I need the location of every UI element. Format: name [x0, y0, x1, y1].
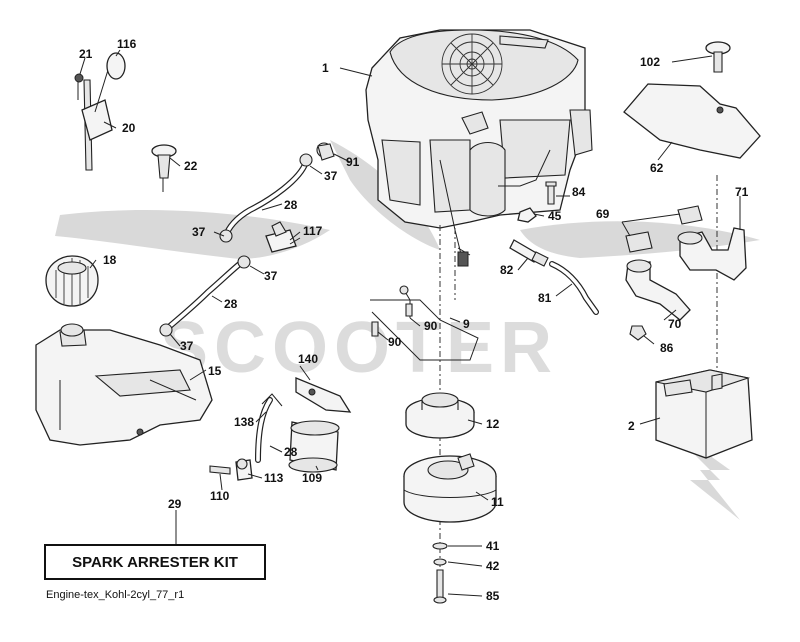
clutch-hardware — [432, 542, 448, 604]
part-number-86: 86 — [660, 341, 674, 355]
part-number-2: 2 — [628, 419, 635, 433]
watermark-text: SCOOTER — [160, 308, 558, 388]
heat-shield — [623, 83, 761, 159]
fuel-hose-lower — [167, 259, 245, 329]
fittings — [209, 458, 253, 481]
part-number-15: 15 — [208, 364, 222, 378]
shield-knob — [705, 41, 731, 73]
vent-hose — [255, 397, 273, 463]
throttle-lever — [74, 52, 126, 171]
part-number-69: 69 — [596, 207, 610, 221]
part-number-28-upper: 28 — [284, 198, 298, 212]
part-number-62: 62 — [650, 161, 664, 175]
vent-line — [261, 393, 283, 407]
part-number-138: 138 — [234, 415, 254, 429]
fuel-fitting — [317, 143, 335, 161]
part-number-91: 91 — [346, 155, 360, 169]
part-number-37-middle: 37 — [264, 269, 278, 283]
spark-arrester-kit-label: SPARK ARRESTER KIT — [44, 544, 266, 580]
part-number-85: 85 — [486, 589, 500, 603]
part-number-29: 29 — [168, 497, 182, 511]
leader-lines — [79, 49, 741, 597]
muffler — [655, 369, 753, 459]
part-number-labels: 1 116 21 20 22 18 15 91 37 28 37 117 37 … — [79, 37, 749, 603]
part-number-18: 18 — [103, 253, 117, 267]
part-number-37-bottom: 37 — [180, 339, 194, 353]
part-number-21: 21 — [79, 47, 93, 61]
part-number-110: 110 — [210, 489, 230, 503]
part-number-22: 22 — [184, 159, 198, 173]
part-number-116: 116 — [117, 37, 137, 51]
part-number-37-top: 37 — [324, 169, 338, 183]
part-number-109: 109 — [302, 471, 322, 485]
exhaust-nut — [629, 325, 647, 341]
part-number-117: 117 — [303, 224, 323, 238]
choke-knob — [151, 144, 177, 192]
part-number-1: 1 — [322, 61, 329, 75]
part-number-37-left: 37 — [192, 225, 206, 239]
part-number-71: 71 — [735, 185, 749, 199]
solenoid-bracket — [295, 377, 352, 413]
part-number-28-lower: 28 — [284, 445, 298, 459]
diagram-caption: Engine-tex_Kohl-2cyl_77_r1 — [46, 589, 185, 601]
part-number-140: 140 — [298, 352, 318, 366]
part-number-11: 11 — [491, 495, 504, 509]
exhaust-gaskets — [625, 205, 703, 253]
electric-clutch — [403, 453, 497, 523]
throttle-cable — [370, 285, 479, 361]
part-number-113: 113 — [264, 471, 284, 485]
part-number-41: 41 — [486, 539, 500, 553]
exhaust-pipe-left — [625, 259, 691, 321]
pto-pulley — [405, 392, 475, 439]
part-number-82: 82 — [500, 263, 514, 277]
part-number-90-left: 90 — [388, 335, 402, 349]
part-number-90-right: 90 — [424, 319, 438, 333]
exhaust-pipe-right — [677, 227, 747, 281]
part-number-20: 20 — [122, 121, 136, 135]
part-number-42: 42 — [486, 559, 500, 573]
fuel-cap — [45, 255, 99, 307]
part-number-102: 102 — [640, 55, 660, 69]
engine — [365, 29, 593, 267]
part-number-70: 70 — [668, 317, 682, 331]
part-number-28-middle: 28 — [224, 297, 238, 311]
fuel-shutoff-valve — [265, 221, 301, 253]
bolt-and-nut — [517, 181, 557, 223]
part-number-12: 12 — [486, 417, 500, 431]
watermark: SCOOTER — [55, 140, 760, 520]
part-number-84: 84 — [572, 185, 586, 199]
part-number-9: 9 — [463, 317, 470, 331]
breather-fitting — [509, 239, 549, 267]
part-number-45: 45 — [548, 209, 562, 223]
fuel-hose-upper — [223, 159, 309, 239]
breather-hose — [549, 261, 599, 315]
fuel-filter-canister — [288, 420, 340, 473]
part-number-81: 81 — [538, 291, 552, 305]
fuel-tank — [35, 323, 213, 446]
